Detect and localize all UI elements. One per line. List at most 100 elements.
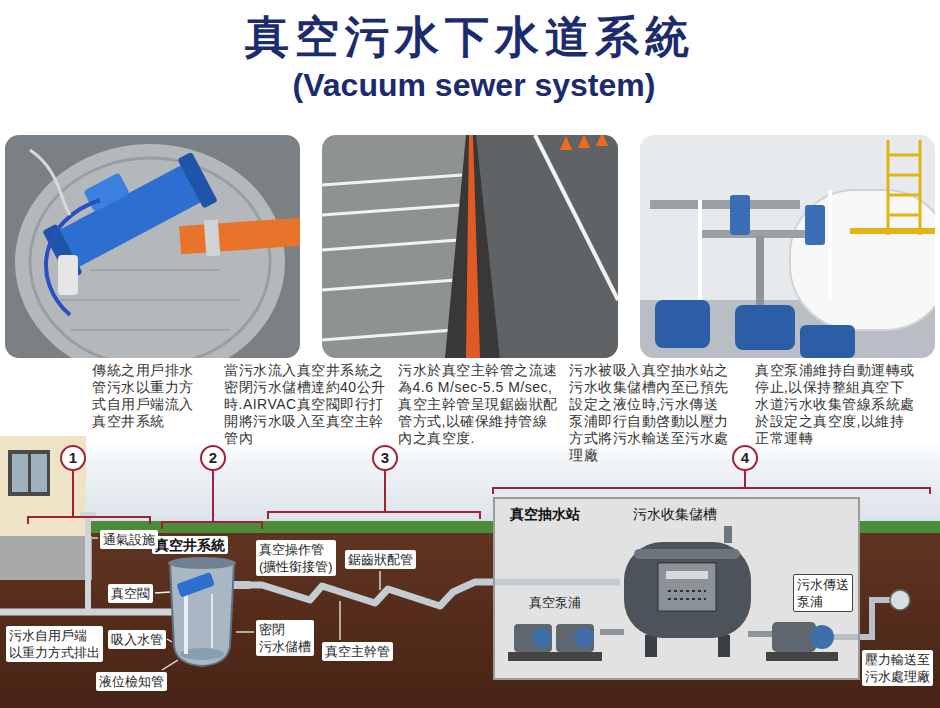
subtitle: (Vacuum sewer system) [4, 66, 940, 104]
tank-pipe [724, 526, 732, 543]
photo-manhole-valve [54, 162, 206, 270]
house-pipes [85, 514, 91, 612]
photo-trench-pipe [474, 135, 618, 358]
tank-body [624, 542, 751, 638]
photo-manhole-valve [30, 158, 270, 358]
photo-pump-room [655, 300, 710, 348]
control-panel [668, 591, 706, 599]
pump-station-interior [810, 625, 834, 649]
pump-station-interior [532, 628, 552, 648]
callout-bracket [28, 471, 150, 524]
photo-manhole-valve [5, 135, 300, 358]
photo-pump-room [700, 190, 830, 300]
pump-station-interior [556, 624, 594, 652]
node-label: 真空井系統 [152, 536, 228, 554]
photo-trench-pipe [560, 136, 572, 150]
callout-bracket [28, 471, 930, 529]
photo-manhole-valve [42, 224, 82, 281]
step-description: 污水被吸入真空抽水站之 污水收集儲槽內至已預先 設定之液位時,污水傳送 泵浦即行… [569, 362, 735, 464]
photo-pump-room [735, 305, 795, 350]
photo-manhole-valve [177, 152, 217, 209]
step-description: 真空泵浦維持自動運轉或 停止,以保持整組真空下 水道污水收集管線系統處 於設定之… [755, 362, 921, 447]
flow-note: 污水自用戶端 以重力方式排出 [6, 626, 103, 662]
ground-scene [0, 440, 940, 708]
photo-pump-room [650, 200, 800, 209]
ground-scene [0, 440, 940, 535]
callout-bracket [493, 471, 930, 494]
house [31, 454, 47, 492]
pump-station-interior [766, 652, 838, 661]
pump-station-interior [772, 622, 816, 652]
photo-pump-room [640, 135, 935, 358]
photo-manhole-valve [30, 150, 70, 215]
callout-number: 2 [200, 445, 226, 471]
photo-pump-room [790, 190, 935, 330]
pump-station-interior [748, 631, 772, 637]
leader-line [162, 660, 178, 670]
photo-pump-room [640, 135, 935, 358]
part-label: 密閉 污水儲槽 [256, 620, 314, 656]
house [12, 454, 28, 492]
photo-manhole-valve [46, 200, 100, 315]
photo-manhole-valve [179, 217, 300, 254]
callout-bracket [268, 471, 480, 519]
pump-station-interior [493, 497, 860, 680]
part-label: 真空泵浦 [526, 593, 584, 612]
pump-station-interior [890, 590, 910, 610]
photo-manhole-valve [204, 220, 220, 257]
node-label: 污水收集儲槽 [630, 505, 720, 523]
photo-pump-room [756, 235, 764, 305]
leader-line [167, 639, 172, 642]
leader-line [379, 571, 380, 590]
leader-line [92, 537, 98, 538]
tank-leg [645, 635, 657, 657]
photo-pump-room [640, 300, 935, 358]
collection-tank-shape [620, 505, 755, 665]
node-label: 真空抽水站 [507, 505, 583, 523]
photo-pump-room [805, 205, 825, 245]
house-pipes [0, 609, 172, 616]
photo-pump-room [850, 228, 935, 234]
suction-pipe [184, 594, 188, 654]
pump-station-interior [508, 652, 602, 661]
diagram-title: 真空污水下水道系統 [0, 10, 940, 64]
flow-note: 壓力輸送至 污水處理廠 [862, 650, 933, 686]
photo-trench-pipe [466, 135, 480, 358]
photo-manhole-valve [5, 135, 300, 358]
photo-trench-pipe [596, 135, 608, 146]
part-label: 真空閥 [108, 584, 153, 603]
pump-station-interior [514, 624, 552, 652]
collection-tank: 污水收集儲槽 [620, 505, 755, 665]
pump-station-interior [574, 628, 594, 648]
photo-pump-room [730, 195, 750, 235]
photo-trench-pipe [578, 135, 590, 148]
callout-number: 4 [732, 445, 758, 471]
house-pipes [0, 514, 172, 612]
photo-manhole-valve [83, 172, 130, 212]
part-label: 鋸齒狀配管 [345, 550, 416, 569]
leader-line [236, 631, 254, 632]
outlet-pipe [232, 581, 250, 589]
photo-manhole-valve [60, 270, 240, 330]
ground-scene [0, 533, 940, 708]
pump-station-interior [600, 629, 624, 635]
photo-manhole-valve [35, 138, 218, 281]
photo-manhole-valve [58, 255, 78, 295]
photo-manhole-valve [15, 144, 285, 358]
part-label: 吸入水管 [108, 630, 166, 649]
house-pipes [80, 512, 96, 516]
vacuum-well: 真空井系統 [150, 536, 250, 676]
control-panel [658, 563, 716, 611]
part-label: 污水傳送 泵浦 [793, 574, 853, 612]
step-description: 當污水流入真空井系統之 密閉污水儲槽達約40公升 時.AIRVAC真空閥即行打 … [224, 362, 394, 447]
tank-highlight [634, 549, 740, 559]
tank-leg [718, 635, 730, 657]
callout-bracket [162, 471, 262, 529]
house [8, 450, 50, 496]
house [0, 536, 92, 580]
callout-number: 1 [60, 445, 86, 471]
photo-pump-room [888, 140, 920, 235]
house [0, 436, 86, 540]
photo-trench-pipe [322, 135, 618, 358]
